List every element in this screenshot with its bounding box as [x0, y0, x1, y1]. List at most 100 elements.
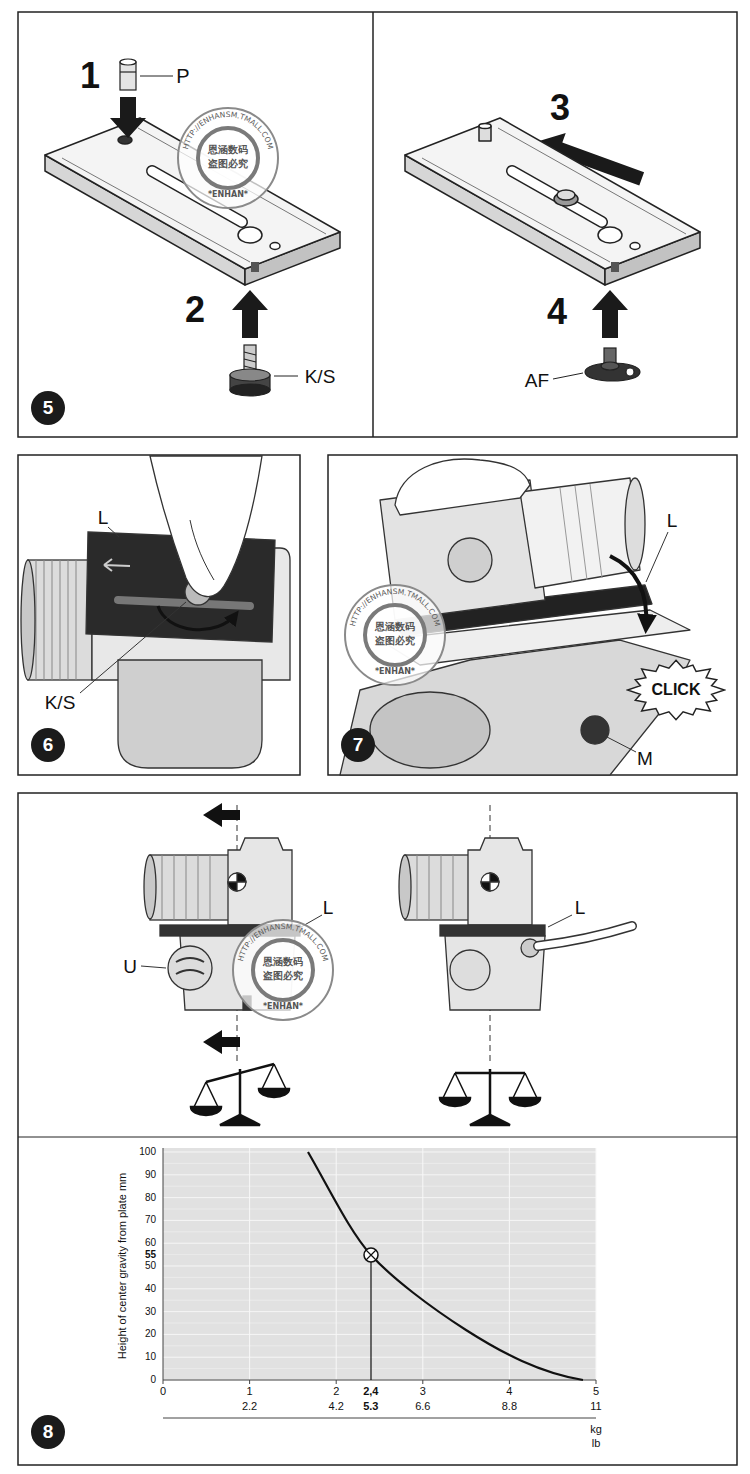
camera-on-head-part-part — [560, 488, 572, 582]
balance-scale-part-part — [220, 1115, 260, 1125]
axis-tick: 55 — [145, 1250, 156, 1260]
pin-p-part — [120, 62, 136, 90]
balance-figure-left-part — [160, 925, 300, 936]
stamp-outer — [345, 585, 445, 685]
camera-on-head-part — [581, 716, 609, 744]
quick-release-plate-part — [498, 128, 686, 234]
chart-part — [308, 1152, 583, 1380]
balance-figure-right-part — [445, 936, 545, 1010]
balance-figure-left-part-part — [162, 855, 163, 920]
watermark-url: HTTP://ENHANSM.TMALL.COM — [348, 587, 442, 627]
chart-grid-part — [163, 1368, 596, 1369]
axis-tick: 60 — [145, 1238, 156, 1248]
chart-grid-part — [596, 1380, 597, 1384]
part-label: L — [667, 511, 678, 530]
part-label: AF — [525, 371, 549, 390]
quick-release-plate-part — [152, 171, 242, 222]
part-label: L — [323, 898, 334, 917]
camera-bottom-view-part — [108, 527, 119, 537]
part-label: U — [123, 957, 137, 976]
part-label: K/S — [45, 693, 76, 712]
chart-grid-part — [163, 1345, 596, 1346]
camera-on-head-part — [520, 478, 640, 588]
camera-on-head-part — [560, 484, 602, 582]
chart-part — [163, 1148, 596, 1380]
chart-grid-part — [163, 1266, 596, 1267]
panel-frame — [18, 12, 737, 1465]
chart-grid-part — [163, 1357, 596, 1358]
axis-tick: 0 — [160, 1386, 166, 1397]
axis-tick: 4.2 — [329, 1401, 344, 1412]
balance-figure-right-part — [450, 950, 490, 990]
balance-figure-left-part-part — [174, 855, 175, 920]
balance-figure-right-part — [481, 873, 499, 891]
chart-grid — [163, 1148, 596, 1384]
part-label: K/S — [305, 367, 336, 386]
callout-number: 8 — [43, 1422, 54, 1443]
callout-circle: 7 — [341, 728, 375, 762]
camera-on-head-part — [607, 737, 636, 752]
callout-number: 5 — [43, 398, 54, 419]
camera-bottom-view-part-part — [44, 560, 45, 680]
balance-scale-part-part — [194, 1064, 286, 1107]
screw-ks-part — [244, 352, 256, 355]
anti-twist-plate-af-part — [601, 362, 619, 370]
watermark-brand: *ENHAN* — [176, 191, 280, 199]
chart-grid-part — [163, 1220, 596, 1221]
chart-grid-part — [422, 1380, 423, 1384]
camera-bottom-view-part-part — [52, 560, 53, 680]
stamp-ring: HTTP://ENHANSM.TMALL.COM — [231, 918, 335, 1022]
quick-release-plate-part — [405, 118, 700, 269]
chart-grid-part — [163, 1243, 596, 1244]
balance-figure-right-part — [399, 855, 411, 919]
camera-on-head-part-part — [575, 486, 587, 580]
balance-scale-part-part — [443, 1073, 537, 1098]
chart-grid-part — [509, 1380, 510, 1384]
quick-release-plate — [45, 118, 340, 285]
chart-grid-part — [509, 1148, 510, 1380]
quick-release-plate-part — [152, 171, 242, 222]
watermark-text: 盗图必究 — [231, 971, 335, 981]
stamp-inner — [198, 128, 258, 188]
balance-scale-part-part — [455, 1072, 525, 1075]
burst-shape — [628, 660, 725, 719]
chart-grid-part — [596, 1148, 597, 1380]
watermark-ring-text: HTTP://ENHANSM.TMALL.COM — [181, 110, 275, 150]
callout-number: 6 — [43, 735, 54, 756]
screw-ks — [230, 345, 298, 396]
balance-figure-right-part — [538, 926, 632, 946]
watermark-text: 盗图必究 — [176, 159, 280, 169]
callout-circle: 5 — [31, 391, 65, 425]
click-burst: CLICK — [626, 659, 726, 721]
watermark-text: 恩涵数码 — [343, 622, 447, 632]
axis-tick: 100 — [139, 1147, 156, 1157]
balance-figure-left-part — [141, 966, 166, 968]
axis-tick: 5.3 — [363, 1401, 378, 1412]
balance-figure-left — [141, 805, 322, 1062]
chart-grid-part — [163, 1277, 596, 1278]
block-arrow-part — [592, 290, 628, 338]
chart-grid-part — [163, 1254, 596, 1255]
camera-bottom-view-part — [190, 520, 214, 580]
stamp-ring: HTTP://ENHANSM.TMALL.COM — [176, 106, 280, 210]
balance-figure-left-part — [228, 838, 292, 925]
panel-frame-part — [18, 12, 737, 437]
balance-figure-right-part-part — [417, 855, 418, 920]
quick-release-plate-part — [251, 262, 259, 272]
camera-bottom-view-part-part — [68, 560, 69, 680]
screw-ks-part — [230, 369, 270, 381]
chart-grid-part — [163, 1323, 596, 1324]
block-arrow-part — [232, 290, 268, 338]
camera-on-head-part-part — [590, 484, 602, 578]
axis-tick: 11 — [590, 1401, 601, 1412]
pin-p-part — [120, 71, 136, 72]
stamp-outer — [178, 108, 278, 208]
balance-figure-right-part-part — [441, 855, 442, 920]
balance-scale-part-part — [440, 1098, 470, 1106]
burst-outline — [626, 659, 726, 721]
anti-twist-plate-af-part — [626, 368, 634, 376]
chart-grid-part — [336, 1380, 337, 1384]
